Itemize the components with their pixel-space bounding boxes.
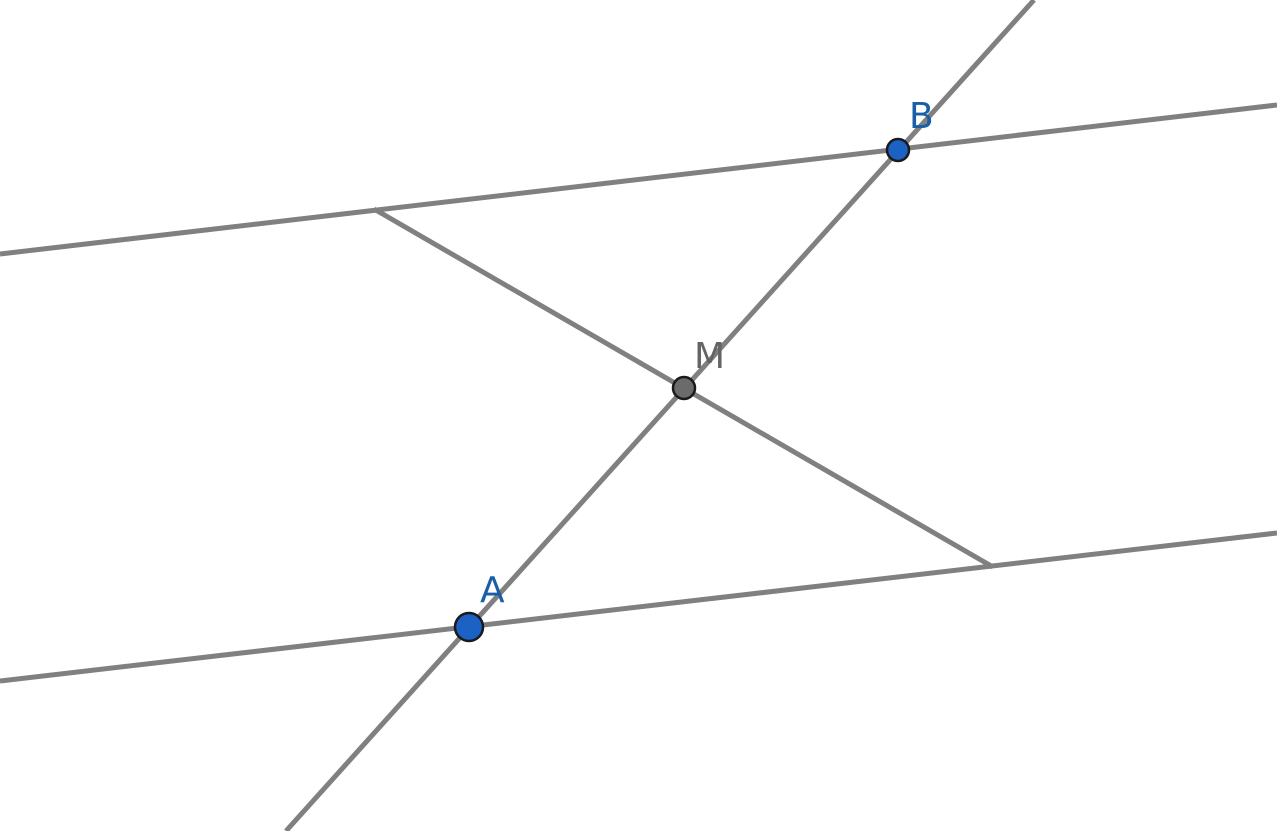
point-m-label: M (694, 336, 725, 377)
point-a[interactable] (453, 611, 485, 643)
parallel-line-through-a[interactable] (0, 530, 1277, 684)
point-m[interactable] (671, 375, 697, 401)
point-b-label: B (909, 96, 934, 137)
line-through-a-and-b[interactable] (284, 0, 1036, 831)
parallel-line-through-b[interactable] (0, 102, 1277, 257)
point-b[interactable] (885, 137, 911, 163)
point-a-label: A (480, 570, 505, 611)
